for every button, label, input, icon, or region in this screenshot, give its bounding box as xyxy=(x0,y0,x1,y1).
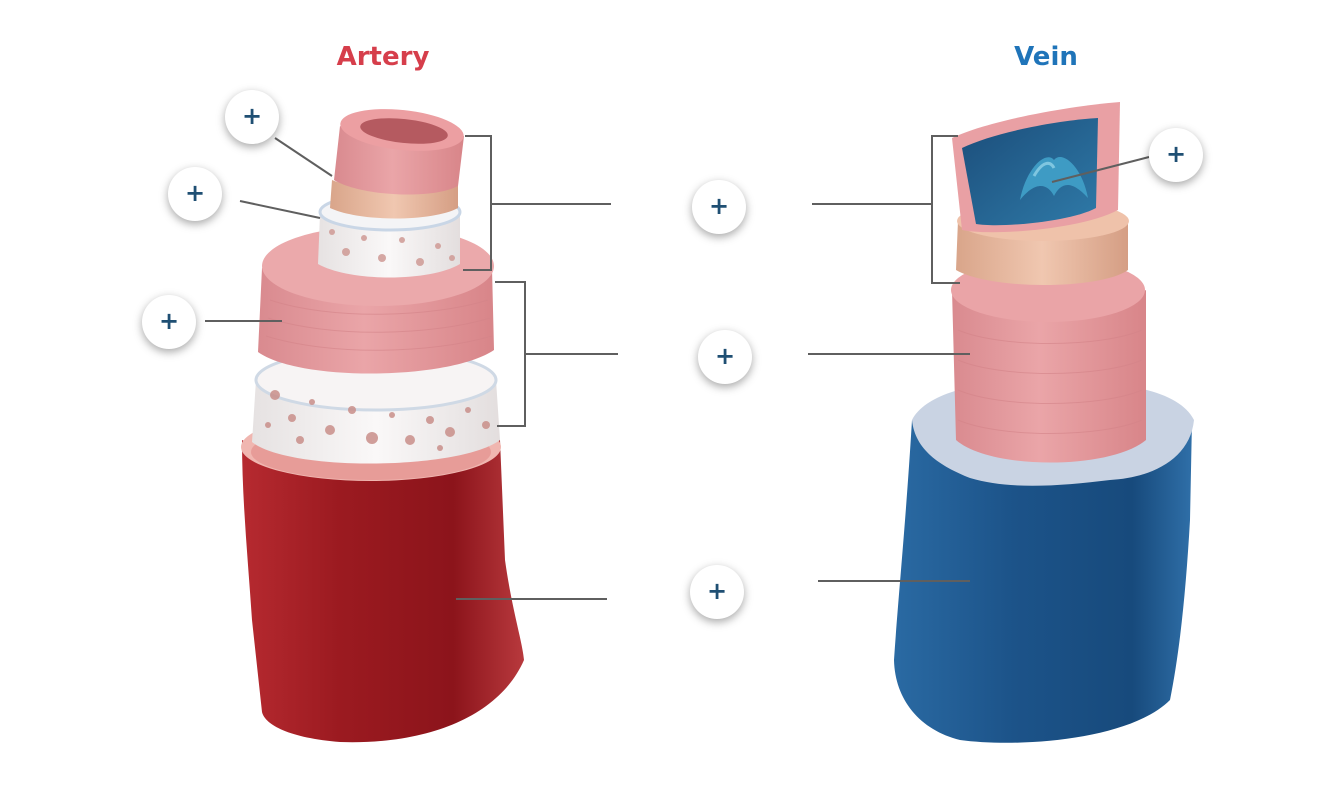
plus-icon: + xyxy=(159,309,179,333)
artery-internal-elastic-hotspot[interactable]: + xyxy=(168,167,222,221)
tunica-externa-hotspot[interactable]: + xyxy=(690,565,744,619)
artery-tunica-externa xyxy=(242,440,524,742)
plus-icon: + xyxy=(185,181,205,205)
vein-title: Vein xyxy=(946,42,1146,72)
artery-smooth-muscle-hotspot[interactable]: + xyxy=(142,295,196,349)
plus-icon: + xyxy=(709,194,729,218)
vein-valve-hotspot[interactable]: + xyxy=(1149,128,1203,182)
plus-icon: + xyxy=(715,344,735,368)
tunica-intima-hotspot[interactable]: + xyxy=(692,180,746,234)
artery-illustration xyxy=(241,104,524,743)
plus-icon: + xyxy=(1166,142,1186,166)
artery-inner-lining-hotspot[interactable]: + xyxy=(225,90,279,144)
plus-icon: + xyxy=(707,579,727,603)
vein-illustration xyxy=(894,102,1194,743)
tunica-media-hotspot[interactable]: + xyxy=(698,330,752,384)
artery-title: Artery xyxy=(283,42,483,72)
plus-icon: + xyxy=(242,104,262,128)
